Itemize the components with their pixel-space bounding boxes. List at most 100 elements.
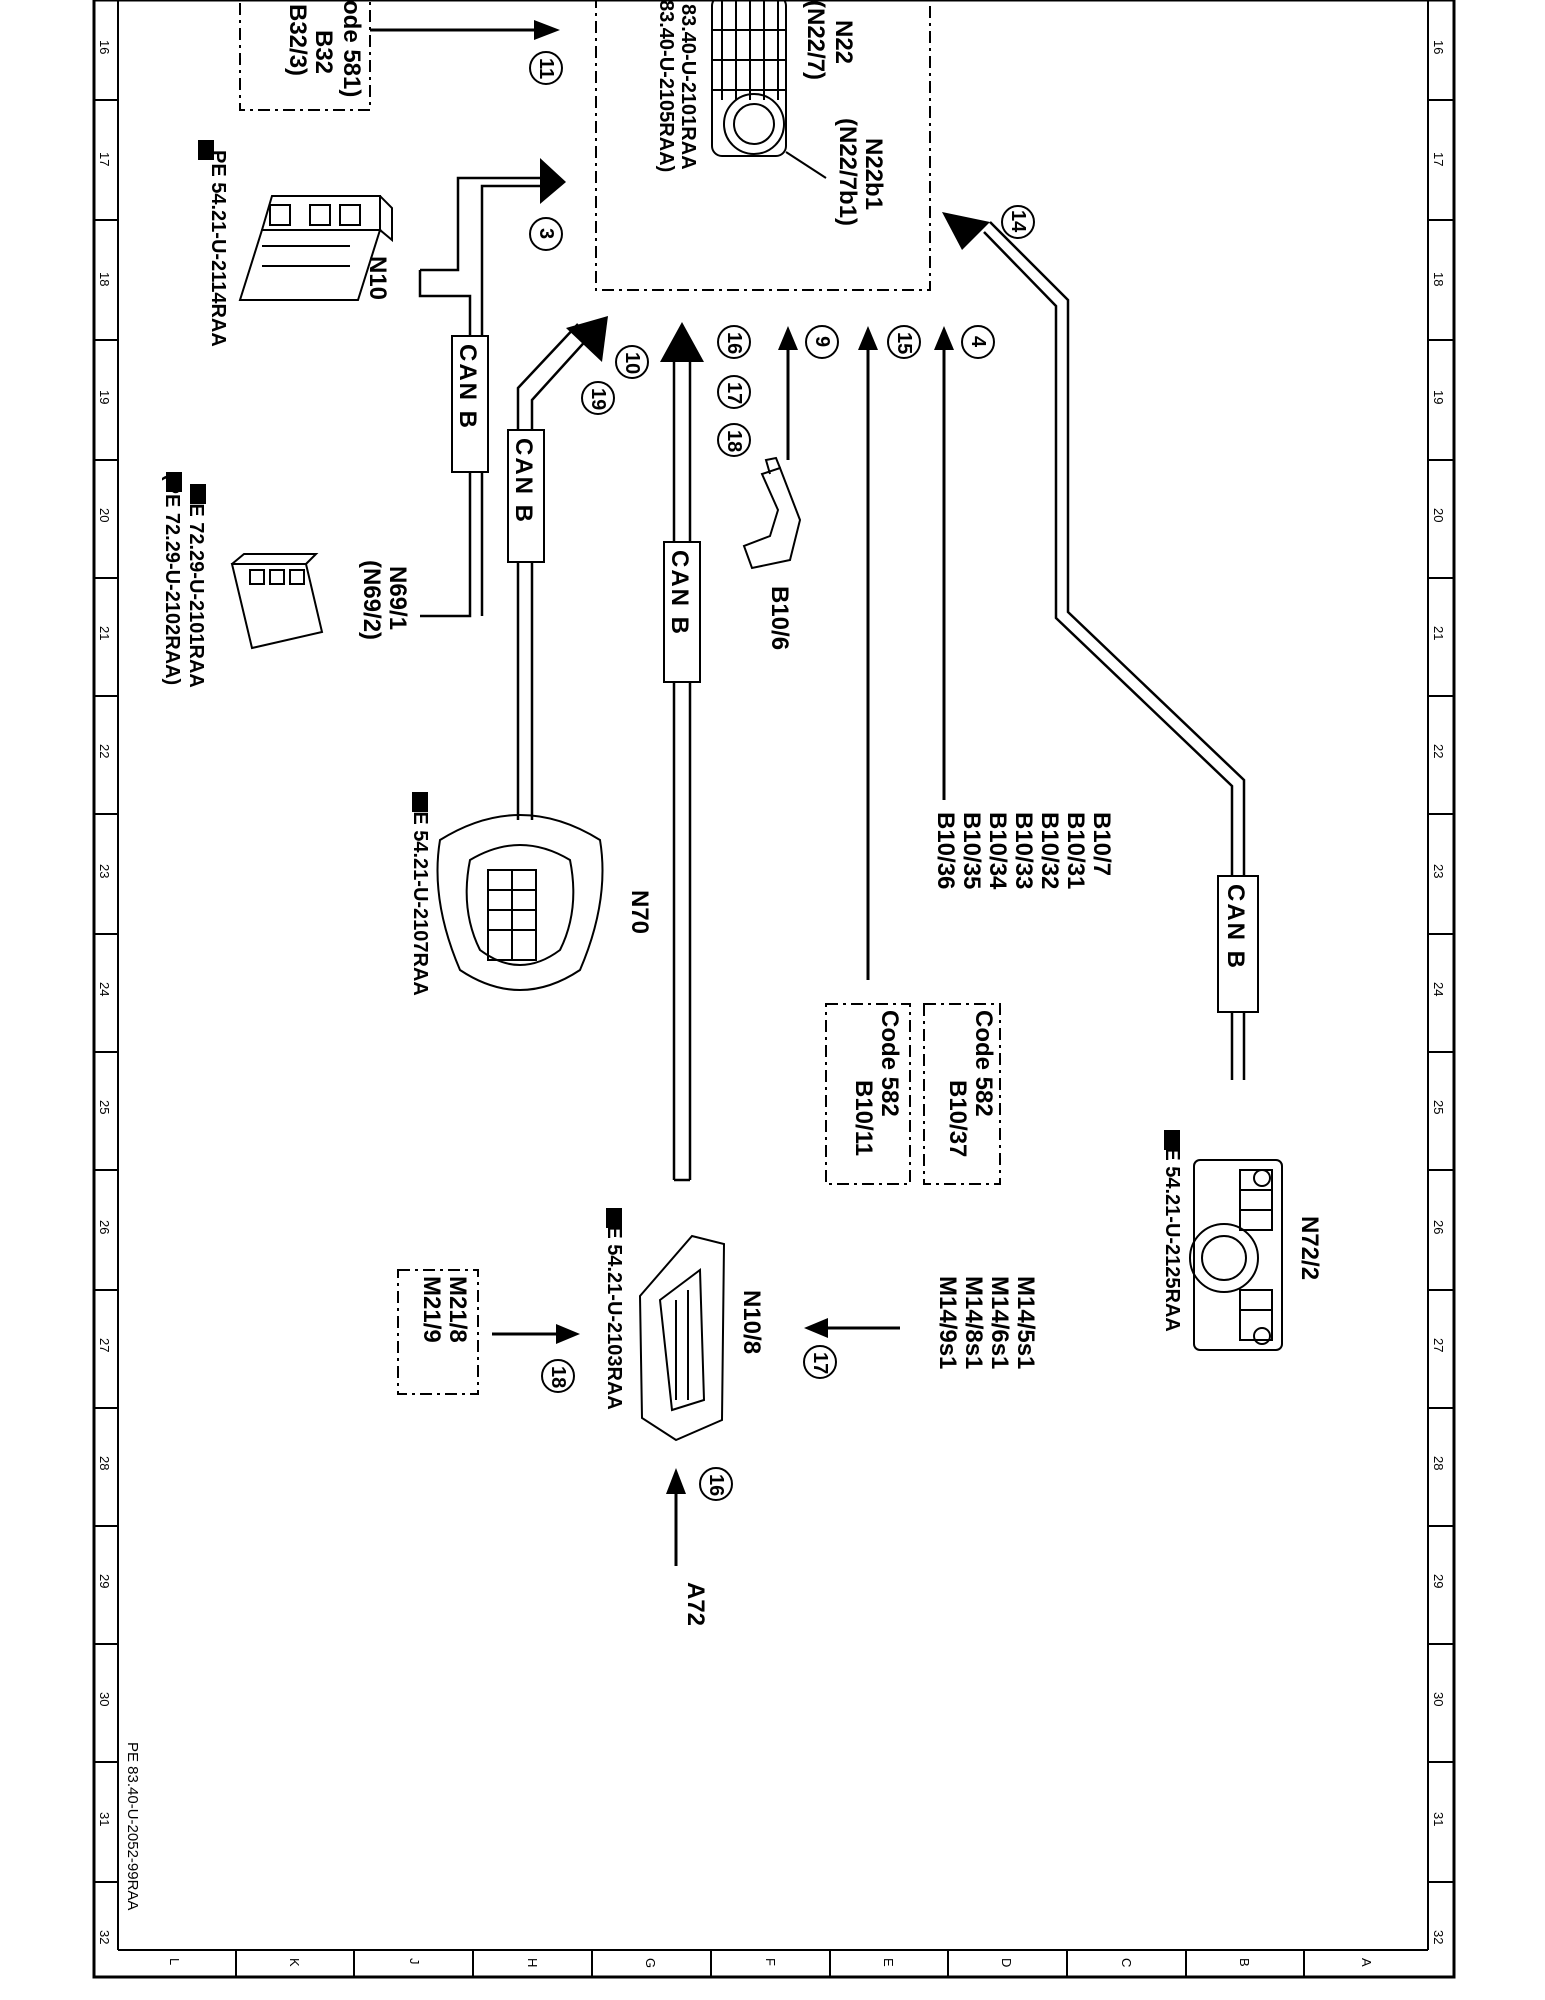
code582-b10-11-box: Code 582 B10/11 [825, 1003, 911, 1185]
row-number: 26 [97, 1220, 112, 1234]
connection-18-m21: 18 [492, 1324, 580, 1393]
row-number: 28 [1431, 1456, 1446, 1470]
connection-number: 4 [967, 336, 989, 348]
row-number: 22 [97, 744, 112, 758]
row-number: 21 [97, 626, 112, 640]
row-number: 29 [1431, 1574, 1446, 1588]
arrow-head-16 [660, 322, 704, 362]
row-number: 20 [1431, 508, 1446, 522]
connection-10: 10 [615, 345, 649, 379]
n10-module: PE 54.21-U-2114RAA N10 [207, 150, 393, 347]
can-bus-n10-8 [672, 362, 692, 1182]
row-number: 19 [1431, 390, 1446, 404]
n22-alt: (N22/7) [802, 0, 829, 80]
a72-name: A72 [682, 1582, 709, 1626]
n69-name2: (N69/2) [358, 560, 385, 640]
n72-2-ref: PE 54.21-U-2125RAA [1161, 1134, 1183, 1332]
code582-line2: B10/11 [850, 1080, 877, 1156]
can-bus-n72 [983, 221, 1246, 1080]
row-number: 26 [1431, 1220, 1446, 1234]
column-letter: D [999, 1958, 1014, 1967]
n69-module: PE 72.29-U-2101RAA (PE 72.29-U-2102RAA) … [161, 474, 411, 688]
hand-pointer-icon [1164, 1130, 1180, 1150]
row-number: 27 [1431, 1338, 1446, 1352]
n10-ref: PE 54.21-U-2114RAA [207, 150, 229, 347]
row-number: 20 [97, 508, 112, 522]
arrow-head-19 [566, 316, 608, 362]
b10-item: B10/36 [932, 812, 959, 889]
row-number: 18 [1431, 272, 1446, 286]
n70-name: N70 [626, 890, 653, 934]
connection-number: 15 [893, 332, 915, 354]
row-number: 28 [97, 1456, 112, 1470]
row-numbers-left: 16 17 18 19 20 21 22 23 24 25 26 27 28 2… [97, 40, 112, 1944]
m14-item: M14/6s1 [986, 1276, 1013, 1369]
column-letter: F [763, 1958, 778, 1966]
n22-ref1: 83.40-U-2101RAA [677, 4, 699, 170]
hand-pointer-icon [412, 792, 428, 812]
row-number: 21 [1431, 626, 1446, 640]
row-number: 17 [97, 152, 112, 166]
code582-b10-37-box: Code 582 B10/37 [923, 1003, 1001, 1185]
column-letter: G [643, 1958, 658, 1968]
can-bus-label: CAN B [666, 550, 693, 636]
b10-item: B10/31 [1062, 812, 1089, 889]
code581-line1: ode 581) [338, 0, 365, 97]
hand-pointer-icon [166, 472, 182, 492]
n22-name: N22 [830, 20, 857, 64]
row-number: 30 [1431, 1692, 1446, 1706]
row-number: 18 [97, 272, 112, 286]
code582-line1: Code 582 [876, 1010, 903, 1117]
n72-2-name: N72/2 [1296, 1216, 1323, 1280]
column-letters: L K J H G F E D C B A [167, 1958, 1374, 1968]
arrow-head-3 [540, 158, 566, 204]
b10-item: B10/33 [1010, 812, 1037, 889]
column-letter: H [525, 1958, 540, 1967]
connection-4: 4 [934, 325, 995, 800]
can-bus-label: CAN B [454, 344, 481, 430]
m21-item: M21/9 [418, 1276, 445, 1343]
m14-switch-group: M14/5s1 M14/6s1 M14/8s1 M14/9s1 [934, 1276, 1039, 1369]
code581-line2: B32 [310, 30, 337, 74]
can-bus-n70 [516, 323, 591, 820]
column-letter: K [287, 1958, 302, 1967]
connection-number: 14 [1007, 210, 1029, 233]
connection-number: 18 [723, 430, 745, 452]
n10-name: N10 [364, 256, 391, 300]
code581-box: ode 581) B32 B32/3) [239, 0, 371, 111]
hand-pointer-icon [606, 1208, 622, 1228]
n22-control-unit [711, 0, 787, 157]
connection-16-a72: 16 A72 [666, 1467, 733, 1626]
can-bus-label: CAN B [510, 438, 537, 524]
n72-2-module: PE 54.21-U-2125RAA N72/2 [1161, 1134, 1323, 1351]
b10-item: B10/7 [1088, 812, 1115, 876]
b10-item: B10/32 [1036, 812, 1063, 889]
row-number: 23 [1431, 864, 1446, 878]
connection-11: 11 [370, 20, 563, 85]
document-reference: PE 83.40-U-2052-99RAA [124, 1742, 141, 1910]
can-bus-label: CAN B [1222, 884, 1249, 970]
m14-item: M14/9s1 [934, 1276, 961, 1369]
m21-box: M21/8 M21/9 [397, 1269, 479, 1395]
connection-3: 3 [529, 217, 563, 251]
row-number: 32 [97, 1930, 112, 1944]
column-letter: L [167, 1958, 182, 1965]
connection-number: 17 [723, 382, 745, 404]
hand-pointer-icon [190, 484, 206, 504]
hand-pointer-icon [198, 140, 214, 160]
n69-ref2: (PE 72.29-U-2102RAA) [161, 474, 183, 685]
row-number: 22 [1431, 744, 1446, 758]
connection-15: 15 [858, 325, 921, 980]
row-numbers-right: 16 17 18 19 20 21 22 23 24 25 26 27 28 2… [1431, 40, 1446, 1944]
m21-item: M21/8 [444, 1276, 471, 1343]
n22b1-name: N22b1 [860, 138, 887, 210]
b10-6-sensor: 9 B10/6 [742, 325, 839, 650]
row-number: 29 [97, 1574, 112, 1588]
n22-module-box: 83.40-U-2101RAA 83.40-U-2105RAA) N22 (N2… [595, 0, 931, 291]
row-number: 24 [1431, 982, 1446, 996]
row-number: 24 [97, 982, 112, 996]
column-letter: J [407, 1958, 422, 1965]
column-letter: C [1119, 1958, 1134, 1967]
connection-number: 11 [535, 58, 557, 79]
